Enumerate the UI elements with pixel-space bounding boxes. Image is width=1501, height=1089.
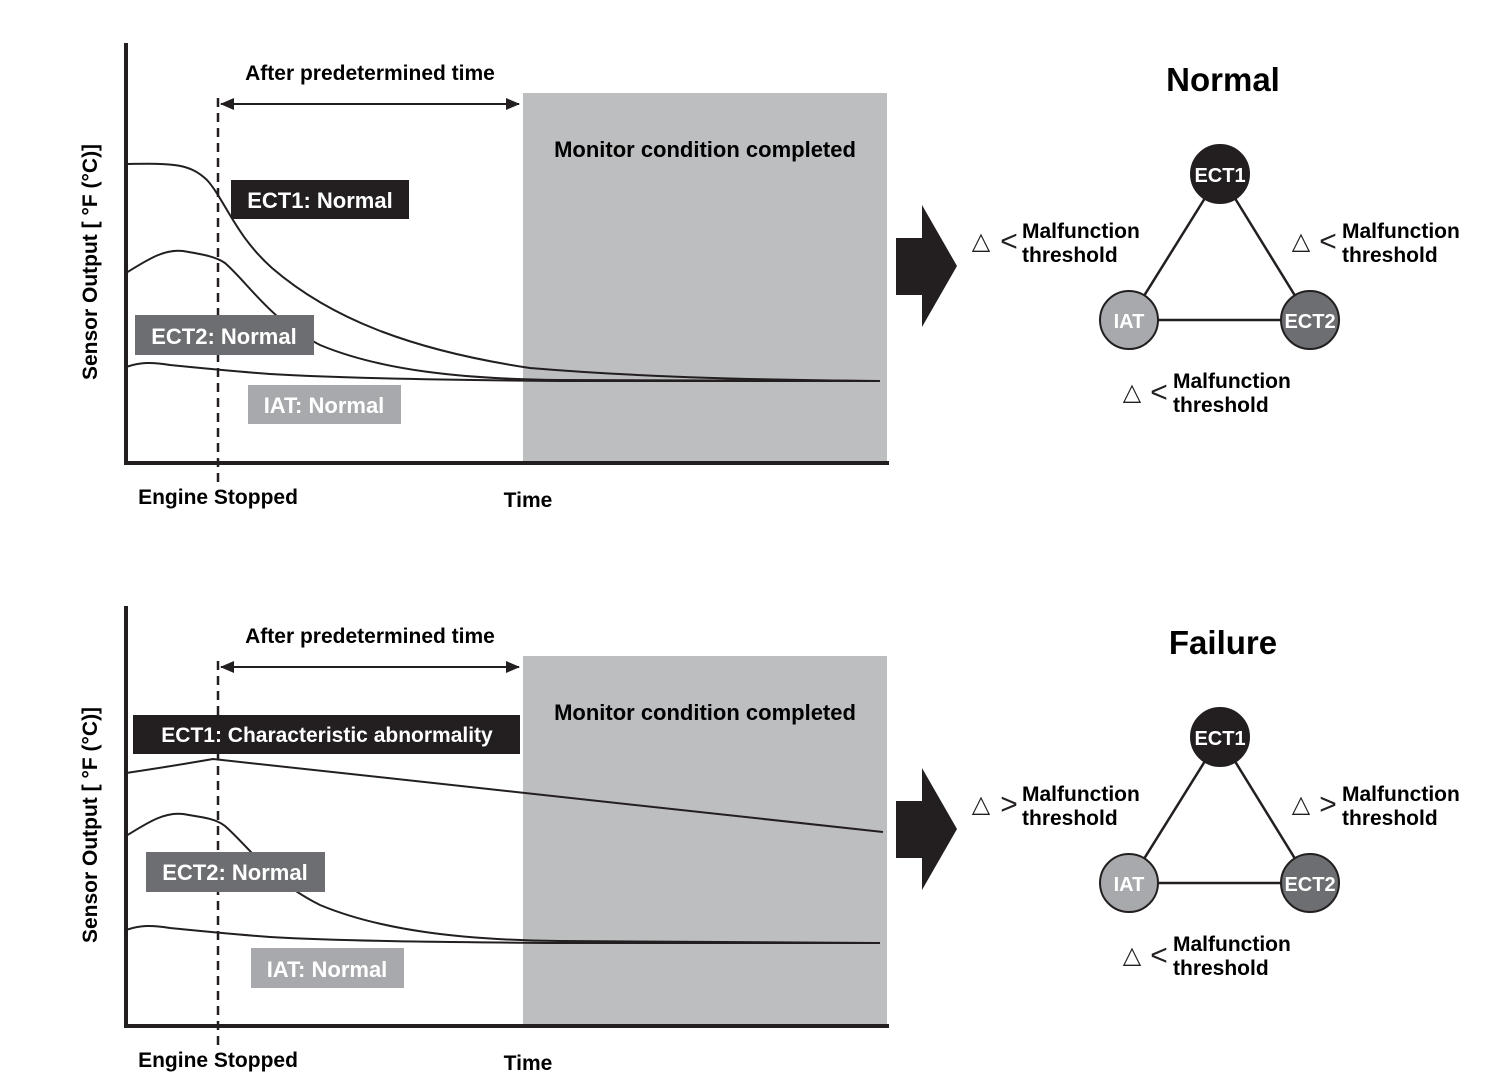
- delta-icon: △: [1292, 791, 1311, 818]
- comparison-operator: >: [1000, 788, 1018, 821]
- summary-failure: Failure ECT1 IAT ECT2 △ > Malfunction th…: [972, 624, 1460, 980]
- result-arrow: [896, 205, 957, 327]
- ect1-label-box: [133, 715, 520, 754]
- node-iat: [1099, 853, 1159, 913]
- engine-stopped-label: Engine Stopped: [138, 486, 298, 509]
- delta-icon: △: [972, 228, 991, 255]
- node-ect1: [1190, 707, 1250, 767]
- iat-curve: [125, 361, 880, 383]
- ect1-curve: [125, 757, 884, 833]
- threshold-line1: Malfunction: [1022, 220, 1140, 243]
- ect1-label: ECT1: Normal: [247, 188, 392, 213]
- ect2-label: ECT2: Normal: [162, 860, 307, 885]
- summary-title: Normal: [1166, 61, 1280, 98]
- interval-label: After predetermined time: [245, 62, 495, 85]
- chart-failure: Monitor condition completed Sensor Outpu…: [79, 606, 889, 1075]
- node-iat-label: IAT: [1114, 874, 1145, 896]
- threshold-line2: threshold: [1342, 807, 1438, 830]
- ect2-label-box: [135, 315, 314, 355]
- threshold-line2: threshold: [1022, 244, 1118, 267]
- delta-icon: △: [1292, 228, 1311, 255]
- threshold-line1: Malfunction: [1173, 370, 1291, 393]
- threshold-line2: threshold: [1022, 807, 1118, 830]
- threshold-line1: Malfunction: [1342, 220, 1460, 243]
- ect1-curve: [125, 162, 881, 382]
- comparison-operator: <: [1150, 376, 1168, 409]
- panel-normal: Monitor condition completed Sensor Outpu…: [79, 43, 1460, 512]
- delta-icon: △: [1123, 942, 1142, 969]
- node-ect2-label: ECT2: [1284, 311, 1335, 333]
- node-ect2: [1280, 290, 1340, 350]
- iat-label-box: [251, 948, 404, 988]
- monitor-region: [523, 93, 887, 463]
- threshold-line1: Malfunction: [1342, 783, 1460, 806]
- threshold-note-iat-ect2: △ < Malfunction threshold: [1123, 370, 1291, 417]
- ect2-label-box: [146, 852, 325, 892]
- iat-label: IAT: Normal: [267, 957, 388, 982]
- comparison-operator: <: [1000, 225, 1018, 258]
- comparison-operator: <: [1150, 939, 1168, 972]
- ect1-label: ECT1: Characteristic abnormality: [161, 724, 493, 747]
- delta-icon: △: [972, 791, 991, 818]
- node-ect2-label: ECT2: [1284, 874, 1335, 896]
- result-arrow: [896, 768, 957, 890]
- comparison-operator: <: [1319, 225, 1337, 258]
- monitor-region: [523, 656, 887, 1026]
- panel-failure: Monitor condition completed Sensor Outpu…: [79, 606, 1460, 1075]
- ect1-label-box: [231, 180, 409, 219]
- threshold-line2: threshold: [1173, 394, 1269, 417]
- threshold-note-ect1-ect2: △ > Malfunction threshold: [1292, 783, 1460, 830]
- x-axis-label: Time: [504, 489, 553, 512]
- threshold-note-iat-ect2: △ < Malfunction threshold: [1123, 933, 1291, 980]
- y-axis-label: Sensor Output [ °F (°C)]: [79, 144, 102, 380]
- node-ect1-label: ECT1: [1194, 728, 1245, 750]
- threshold-line1: Malfunction: [1022, 783, 1140, 806]
- monitor-region-label: Monitor condition completed: [554, 700, 856, 725]
- monitor-region-label: Monitor condition completed: [554, 137, 856, 162]
- threshold-line1: Malfunction: [1173, 933, 1291, 956]
- engine-stopped-label: Engine Stopped: [138, 1049, 298, 1072]
- node-ect1-label: ECT1: [1194, 165, 1245, 187]
- threshold-note-ect1-ect2: △ < Malfunction threshold: [1292, 220, 1460, 267]
- x-axis-label: Time: [504, 1052, 553, 1075]
- node-iat-label: IAT: [1114, 311, 1145, 333]
- threshold-line2: threshold: [1342, 244, 1438, 267]
- summary-normal: Normal ECT1 IAT ECT2 △ < Malfunction thr…: [972, 61, 1460, 417]
- chart-normal: Monitor condition completed Sensor Outpu…: [79, 43, 889, 512]
- interval-label: After predetermined time: [245, 625, 495, 648]
- threshold-line2: threshold: [1173, 957, 1269, 980]
- iat-label-box: [248, 385, 401, 424]
- iat-curve: [125, 924, 880, 945]
- threshold-note-ect1-iat: △ < Malfunction threshold: [972, 220, 1140, 267]
- comparison-operator: >: [1319, 788, 1337, 821]
- delta-icon: △: [1123, 379, 1142, 406]
- node-ect1: [1190, 144, 1250, 204]
- iat-label: IAT: Normal: [264, 393, 385, 418]
- node-iat: [1099, 290, 1159, 350]
- node-ect2: [1280, 853, 1340, 913]
- ect2-label: ECT2: Normal: [151, 324, 296, 349]
- summary-title: Failure: [1169, 624, 1277, 661]
- y-axis-label: Sensor Output [ °F (°C)]: [79, 707, 102, 943]
- threshold-note-ect1-iat: △ > Malfunction threshold: [972, 783, 1140, 830]
